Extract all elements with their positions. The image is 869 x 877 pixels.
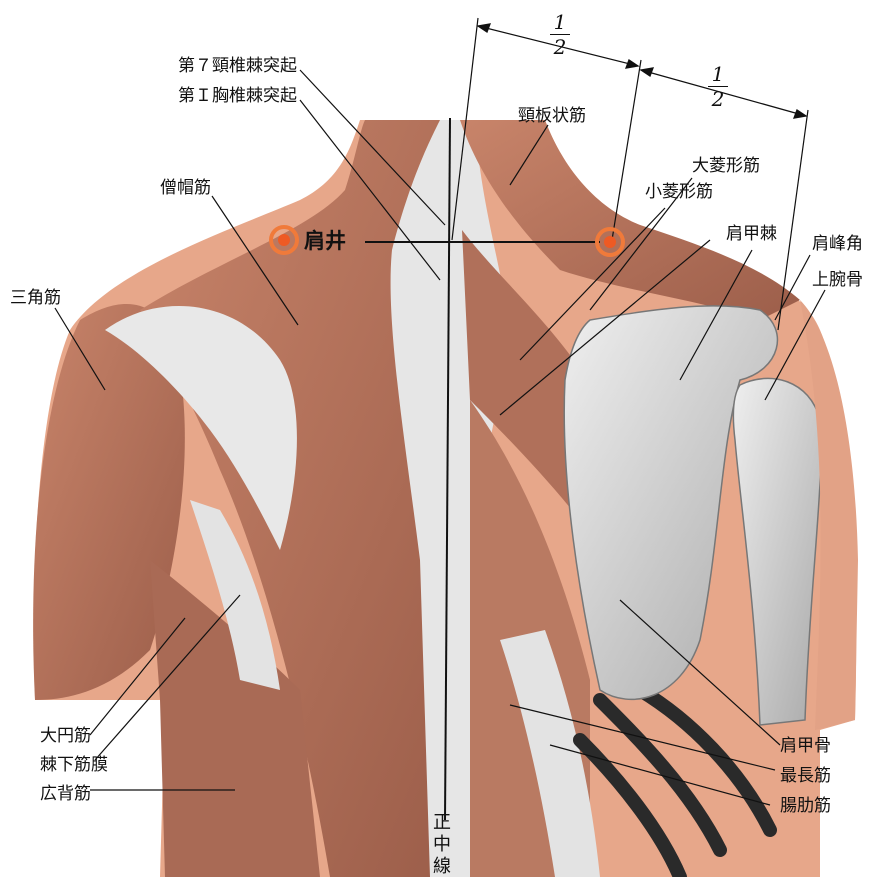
label-acromial-angle: 肩峰角 bbox=[812, 236, 863, 253]
dimension-arrows bbox=[478, 24, 806, 118]
label-deltoid: 三角筋 bbox=[10, 290, 61, 307]
label-rhomboid-major: 大菱形筋 bbox=[692, 158, 760, 175]
label-iliocostalis: 腸肋筋 bbox=[780, 798, 831, 815]
label-teres-major: 大円筋 bbox=[40, 728, 91, 745]
label-acupoint: 肩井 bbox=[304, 231, 346, 252]
label-latissimus: 広背筋 bbox=[40, 786, 91, 803]
label-rhomboid-minor: 小菱形筋 bbox=[645, 184, 713, 201]
label-trapezius: 僧帽筋 bbox=[160, 180, 211, 197]
label-splenius: 頸板状筋 bbox=[518, 108, 586, 125]
label-c7-spinous: 第７頸椎棘突起 bbox=[178, 58, 297, 75]
label-humerus: 上腕骨 bbox=[812, 272, 863, 289]
guide-line-mid bbox=[612, 60, 641, 240]
label-longissimus: 最長筋 bbox=[780, 768, 831, 785]
label-infraspinous-fascia: 棘下筋膜 bbox=[40, 757, 108, 774]
fraction-left: 1 2 bbox=[550, 12, 570, 57]
label-scapula: 肩甲骨 bbox=[780, 738, 831, 755]
label-midline: 正中線 bbox=[432, 812, 452, 877]
label-t1-spinous: 第Ｉ胸椎棘突起 bbox=[178, 88, 297, 105]
fraction-right-denominator: 2 bbox=[708, 89, 728, 109]
fraction-right-numerator: 1 bbox=[708, 64, 728, 84]
label-scapular-spine: 肩甲棘 bbox=[726, 226, 777, 243]
fraction-left-numerator: 1 bbox=[550, 12, 570, 32]
fraction-left-denominator: 2 bbox=[550, 37, 570, 57]
fraction-right: 1 2 bbox=[708, 64, 728, 109]
